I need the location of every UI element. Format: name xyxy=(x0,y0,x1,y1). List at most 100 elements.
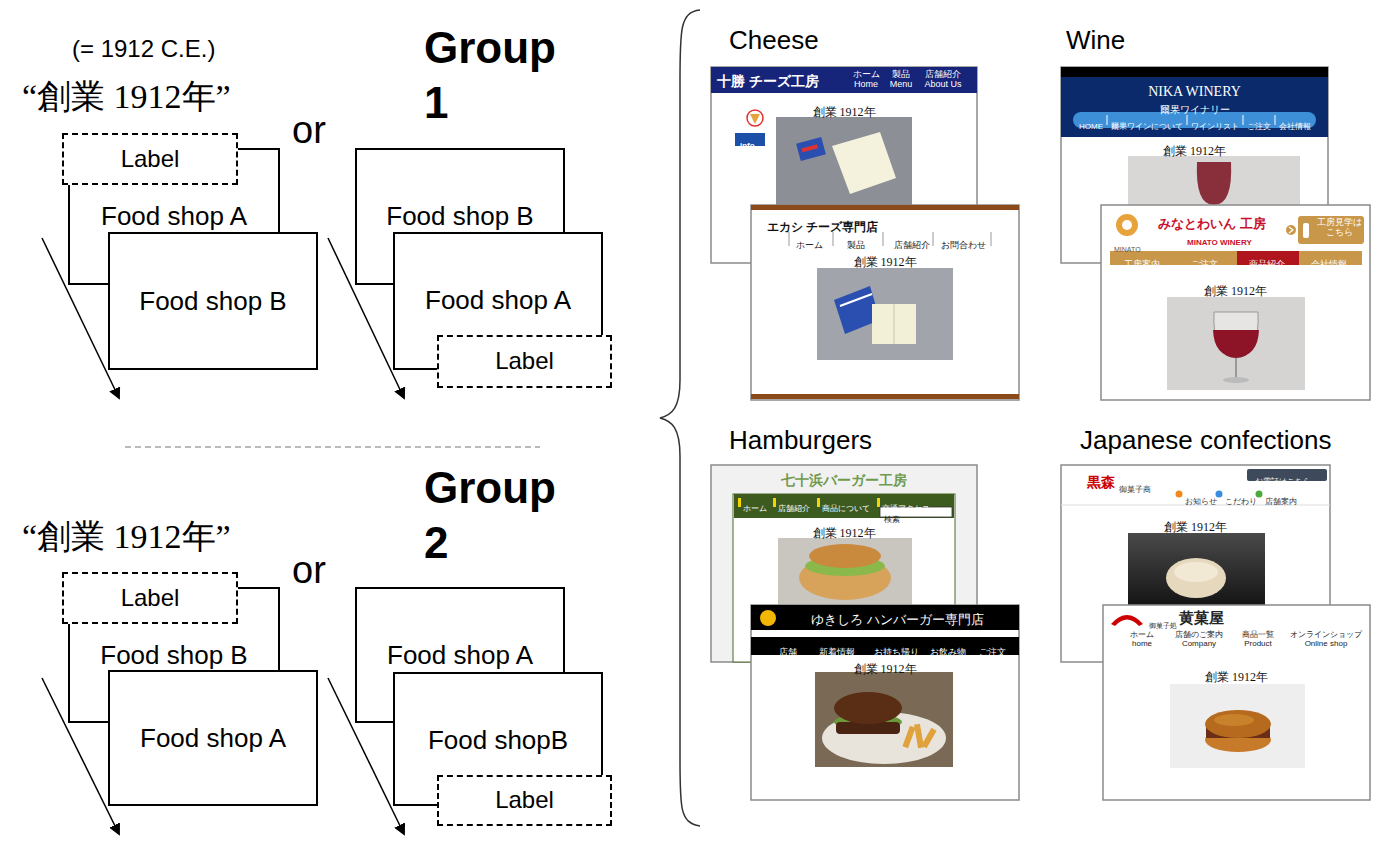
text-slot: ホーム xyxy=(743,497,767,515)
site-text: 商品について xyxy=(822,505,870,514)
site-text: 創業 1912年 xyxy=(813,106,876,119)
site-text: 製品 xyxy=(847,241,865,251)
site-text: オンラインショップ Online shop xyxy=(1288,631,1364,649)
shop-name: Food shop A xyxy=(425,286,571,315)
site-text: 店舗 xyxy=(779,648,797,658)
label-text: Label xyxy=(495,348,554,374)
text-slot: 商品について xyxy=(822,497,870,515)
site-text: ホーム xyxy=(743,505,767,514)
shop-name: Food shop A xyxy=(387,641,533,670)
site-text: 創業 1912年 xyxy=(854,663,917,676)
site-text: 会社情報 xyxy=(1279,123,1311,132)
site-text: 会社情報 xyxy=(1311,260,1347,270)
text-slot: Food shop A xyxy=(357,641,563,670)
site-text: 御菓子商 xyxy=(1119,486,1151,495)
site-text: 創業 1912年 xyxy=(1205,671,1268,684)
site-text: ホーム Home xyxy=(851,70,881,90)
site-text: ホーム home xyxy=(1128,631,1156,649)
text-slot: 創業 1912年 xyxy=(1061,517,1330,535)
site-text: お知らせ xyxy=(1185,498,1217,507)
text-slot: お問合わせ xyxy=(941,234,986,252)
text-slot: ホーム xyxy=(796,234,823,252)
site-text: エカシ チーズ専門店 xyxy=(767,221,878,234)
shop-name: Food shop B xyxy=(100,641,247,670)
text-slot: エカシ チーズ専門店 xyxy=(767,217,878,235)
text-slot: 新着情報 xyxy=(819,641,855,659)
text-slot: Group 2 xyxy=(424,460,564,570)
text-slot: 店舗案内 xyxy=(1265,490,1297,508)
site-text: 製品 Menu xyxy=(887,70,915,90)
site-text: 七十浜バーガー工房 xyxy=(781,473,907,488)
text-slot: 創業 1912年 xyxy=(1101,281,1370,299)
text-slot: お知らせ xyxy=(1185,490,1217,508)
label-box: Label xyxy=(62,133,238,185)
label-text: Label xyxy=(495,787,554,813)
label-text: Label xyxy=(121,585,180,611)
text-slot: Label xyxy=(439,787,610,813)
text-slot: Food shop B xyxy=(357,202,563,231)
shop-name: Food shop B xyxy=(139,287,286,316)
text-slot: 創業 1912年 xyxy=(1103,667,1370,685)
site-text: 創業 1912年 xyxy=(854,256,917,269)
site-text: 創業 1912年 xyxy=(813,527,876,540)
website-screenshot xyxy=(1103,605,1370,800)
text-slot: 御菓子商 xyxy=(1119,478,1151,496)
text-slot: 店舗紹介 xyxy=(894,234,930,252)
text-slot: NIKA WINERY xyxy=(1061,82,1328,100)
site-text: 工房見学は こちら xyxy=(1315,218,1363,238)
site-text: お飲み物 xyxy=(930,648,966,658)
site-text: HOME xyxy=(1079,123,1103,132)
text-slot: 創業 1912年 xyxy=(751,659,1019,677)
site-text: ワインリスト xyxy=(1191,123,1239,132)
text-slot: オンラインショップ Online shop xyxy=(1288,631,1364,650)
site-text: ご注文 xyxy=(1247,123,1271,132)
text-slot: Food shop B xyxy=(70,641,278,670)
caption-label: Hamburgers xyxy=(729,426,872,455)
caption-label: Cheese xyxy=(729,26,819,55)
text-slot: 十勝 チーズ工房 xyxy=(717,72,819,90)
text-slot: 店舗 xyxy=(779,641,797,659)
site-text: 十勝 チーズ工房 xyxy=(717,74,819,89)
label-text: Label xyxy=(121,146,180,172)
text-slot: Hamburgers xyxy=(729,426,872,455)
text-slot: Wine xyxy=(1066,26,1125,55)
text-slot: ご注文 xyxy=(1191,253,1218,271)
text-slot: Food shop A xyxy=(395,286,601,315)
text-slot: 創業 1912年 xyxy=(751,252,1019,270)
text-slot: 製品 xyxy=(847,234,865,252)
text-slot: 黄菓屋 xyxy=(1179,609,1224,627)
text-slot: 黒森 xyxy=(1087,473,1115,491)
text-slot: 爾果ワインについて xyxy=(1111,115,1183,133)
text-slot: お持ち帰り xyxy=(874,641,919,659)
shop-name: Food shopB xyxy=(428,726,568,755)
site-text: ご注文 xyxy=(1191,260,1218,270)
site-text: みなとわいん 工房 xyxy=(1158,217,1266,231)
text-slot: 店舗紹介 xyxy=(778,497,810,515)
text-slot: ご注文 xyxy=(979,641,1006,659)
site-text: ホーム xyxy=(796,241,823,251)
site-text: 黄菓屋 xyxy=(1179,610,1224,627)
text-slot: こだわり xyxy=(1225,490,1257,508)
founding-year: or xyxy=(292,110,326,152)
founding-year: “創業 1912年” xyxy=(22,78,231,115)
food-shop-box: Food shop A xyxy=(108,670,318,806)
site-text: 商品紹介 xyxy=(1249,260,1285,270)
site-text: 爾果ワイナリー xyxy=(1160,104,1230,115)
text-slot: 店舗のご案内 Company xyxy=(1173,631,1225,650)
text-slot: 会社情報 xyxy=(1279,115,1311,133)
text-slot: お電話はこちら xyxy=(1255,470,1311,488)
site-text: 店舗のご案内 Company xyxy=(1173,631,1225,649)
label-box: Label xyxy=(437,775,612,826)
text-slot: 工房案内 xyxy=(1124,253,1160,271)
text-slot: “創業 1912年” xyxy=(22,518,231,555)
text-slot: 商品一覧 Product xyxy=(1240,631,1276,650)
text-slot: (= 1912 C.E.) xyxy=(72,36,215,62)
text-slot: 爾果ワイナリー xyxy=(1061,99,1328,117)
site-text: こだわり xyxy=(1225,498,1257,507)
website-screenshot: NIKA WINERY 爾果ワイナリー HOME 爾果ワインについてワインリストご注文… xyxy=(1061,67,1328,263)
text-slot: 御菓子処 xyxy=(1149,614,1177,632)
site-text: 御菓子処 xyxy=(1149,622,1177,630)
website-screenshot xyxy=(1101,205,1370,400)
text-slot: 製品 Menu xyxy=(887,70,915,91)
site-text: ゆきしろ ハンバーガー専門店 xyxy=(811,613,984,627)
